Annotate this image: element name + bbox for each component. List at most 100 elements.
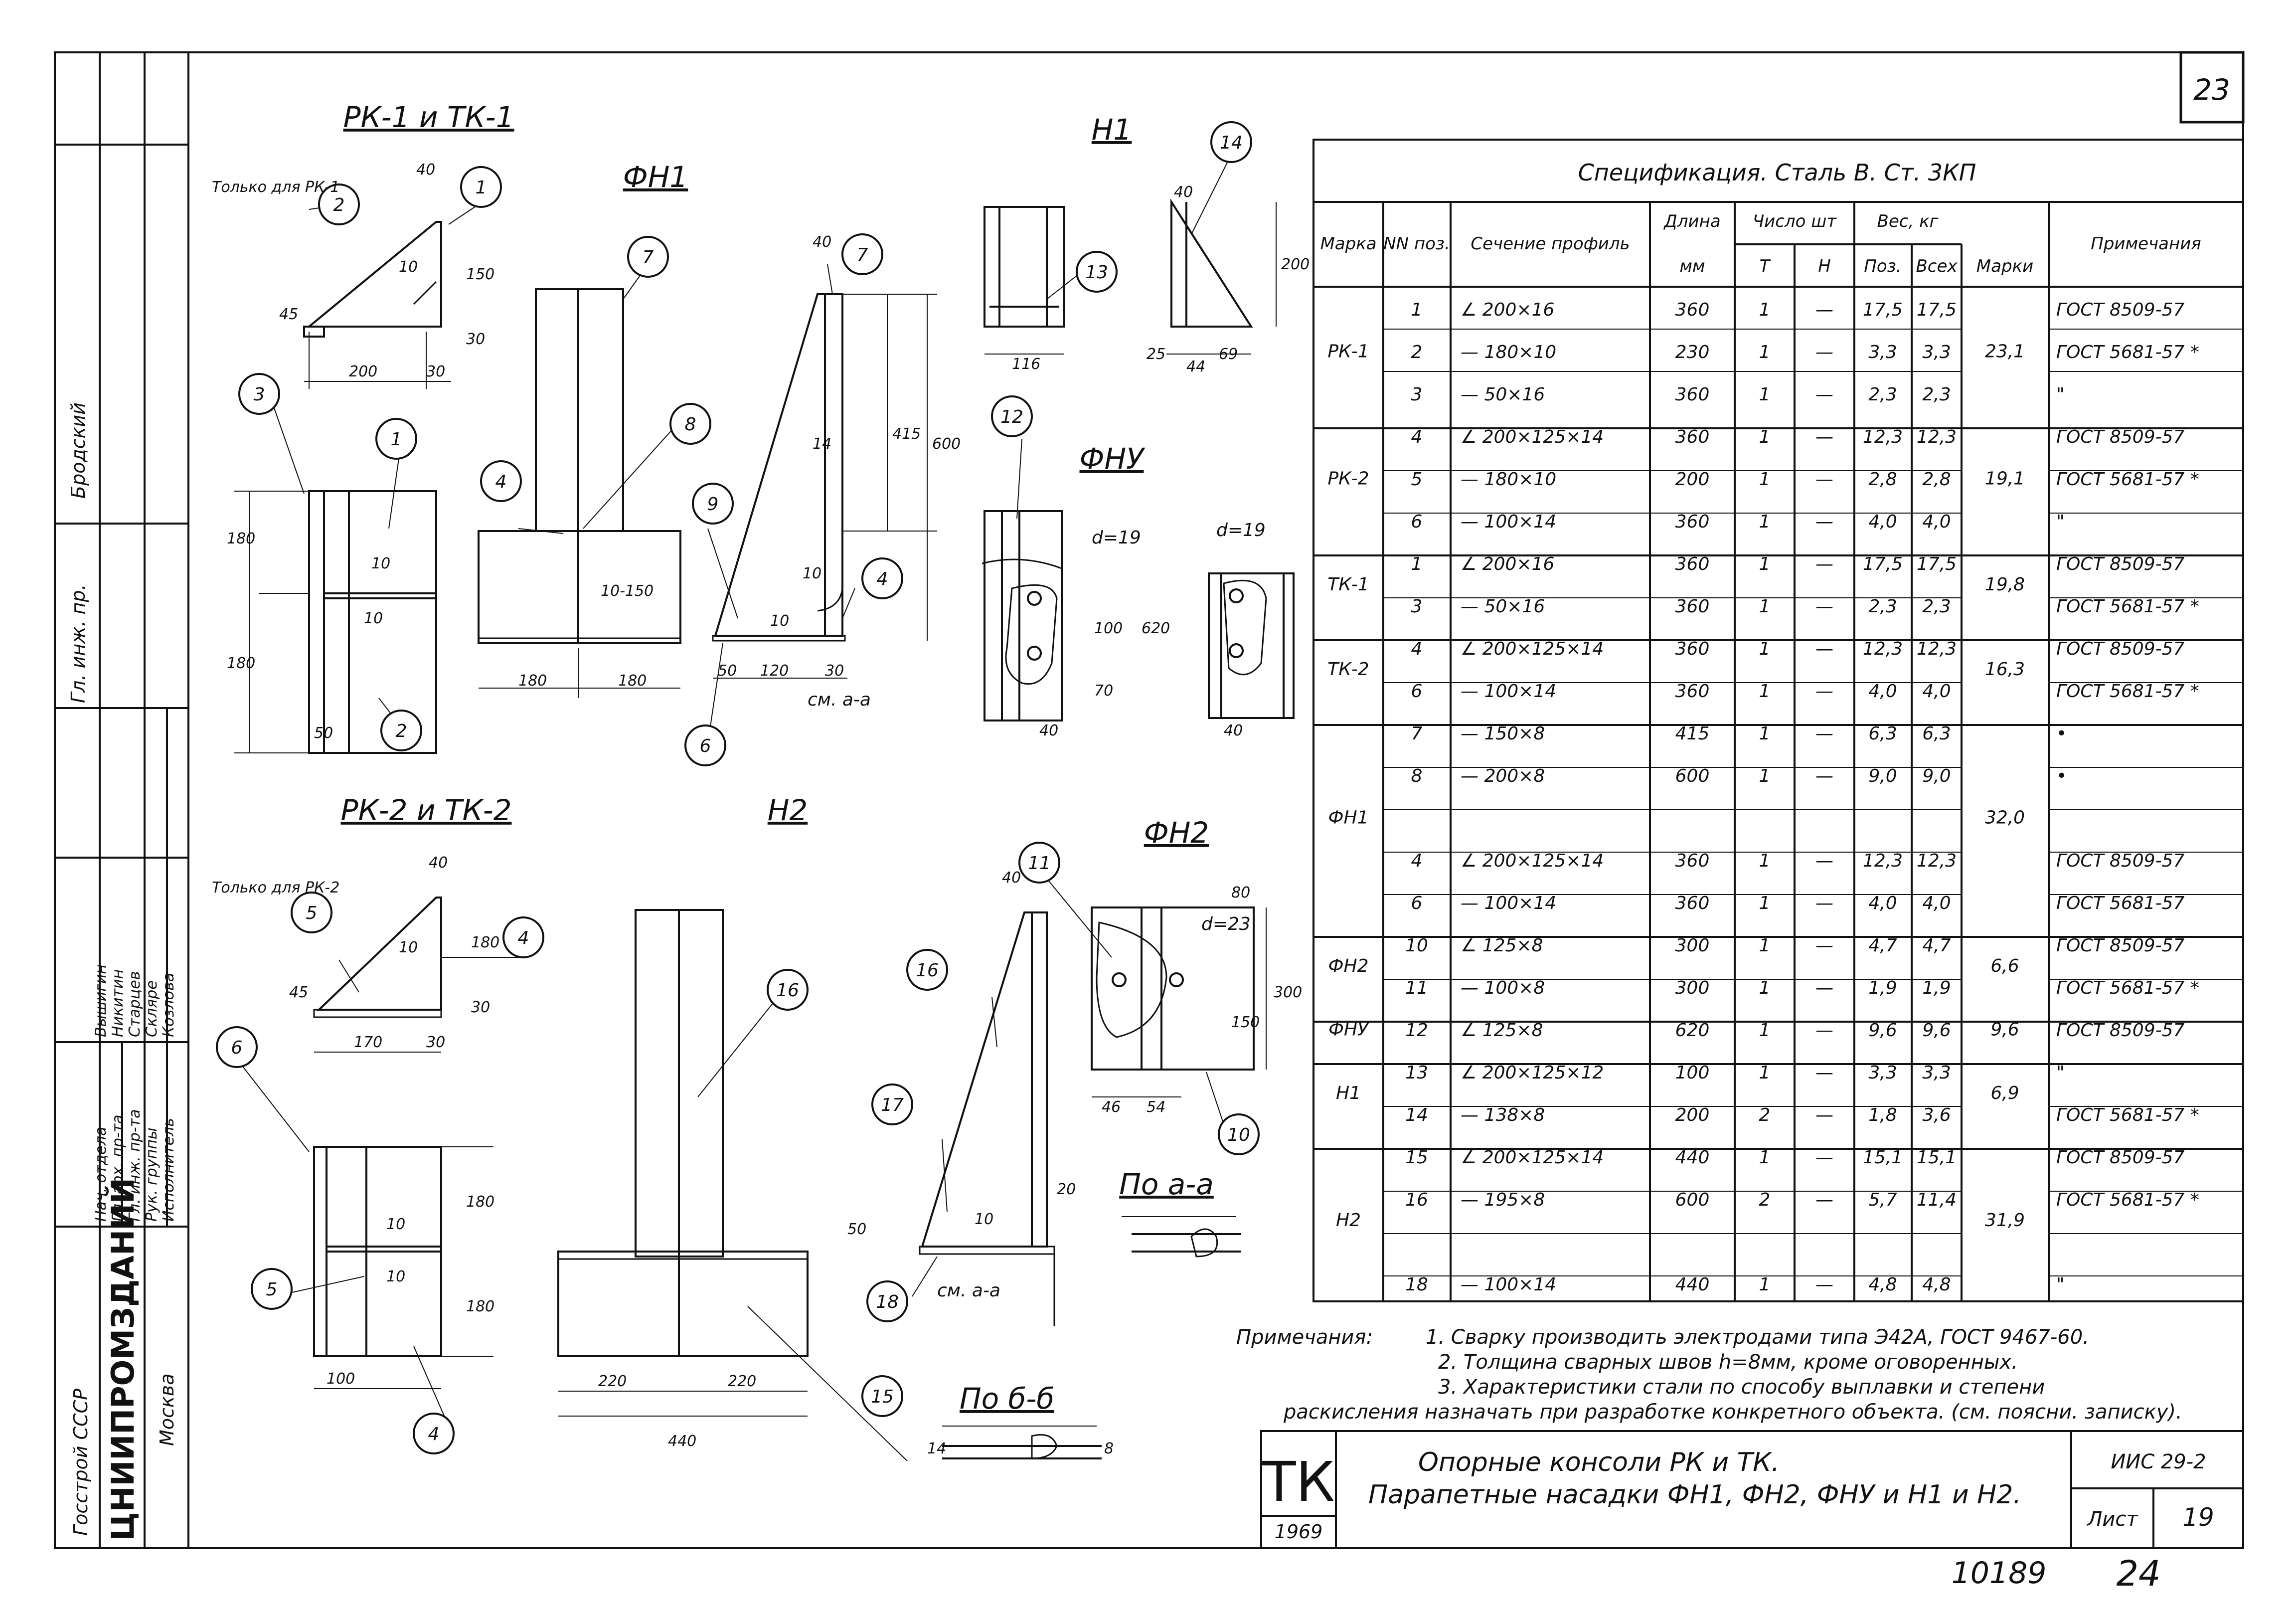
- dim: 10: [399, 258, 418, 276]
- sheet-number-box: [2179, 51, 2245, 124]
- dim: 220: [598, 1373, 627, 1390]
- spec-cell-len: 600: [1675, 1190, 1710, 1210]
- dim: 180: [466, 1193, 494, 1211]
- stamp-name: Вышигин: [92, 964, 110, 1037]
- spec-cell-section: ∠ 200×125×12: [1461, 1063, 1604, 1083]
- dim: 180: [227, 655, 255, 672]
- spec-cell-n: —: [1815, 596, 1833, 617]
- spec-cell-note: ГОСТ 5681-57 *: [2056, 681, 2199, 702]
- spec-cell-pos: 16: [1405, 1190, 1428, 1210]
- spec-cell-wa: 11,4: [1917, 1190, 1957, 1210]
- spec-cell-n: —: [1815, 681, 1833, 702]
- stamp-side-name-group: Бродский: [67, 402, 89, 499]
- spec-cell-n: —: [1815, 1063, 1833, 1083]
- spec-cell-note: ": [2056, 512, 2065, 532]
- dim: 30: [466, 331, 485, 348]
- callout-label: 5: [306, 903, 318, 923]
- spec-cell-pos: 6: [1411, 893, 1423, 913]
- spec-cell-note: ГОСТ 5681-57 *: [2056, 342, 2199, 362]
- spec-cell-len: 200: [1675, 469, 1710, 490]
- note-only-rk2: Только для РК-2: [212, 879, 339, 897]
- spec-cell-note: ": [2056, 1063, 2065, 1083]
- spec-cell-wa: 9,6: [1922, 1020, 1951, 1041]
- spec-cell-n: —: [1815, 1147, 1833, 1168]
- dim: 10: [975, 1211, 993, 1228]
- dim: 69: [1219, 346, 1238, 363]
- dim: 20: [1057, 1181, 1076, 1198]
- spec-cell-wp: 4,7: [1868, 935, 1897, 956]
- spec-cell-len: 360: [1675, 300, 1710, 320]
- spec-cell-len: 300: [1675, 935, 1710, 956]
- tb-code: ТК: [1262, 1450, 1334, 1514]
- spec-cell-note: •: [2056, 723, 2067, 744]
- spec-cell-pos: 6: [1411, 512, 1423, 532]
- spec-cell-t: 1: [1759, 893, 1771, 913]
- hole-diameter: d=19: [1092, 528, 1141, 548]
- stamp-org-top: Госстрой СССР: [70, 1389, 92, 1536]
- notes-line-3: 3. Характеристики стали по способу выпла…: [1438, 1376, 2045, 1399]
- callout-label: 6: [231, 1038, 243, 1058]
- dim: 415: [892, 425, 921, 443]
- dim: 620: [1142, 620, 1170, 637]
- stamp-role: Рук. группы: [143, 1127, 161, 1222]
- spec-cell-t: 1: [1759, 978, 1771, 998]
- dim: 40: [429, 854, 448, 872]
- dim: 170: [354, 1034, 382, 1051]
- dim: 45: [289, 984, 308, 1001]
- dim: 200: [1281, 256, 1310, 273]
- spec-cell-wp: 17,5: [1863, 300, 1903, 320]
- header-qty: Число шт: [1753, 211, 1837, 231]
- dim: 10: [386, 1216, 405, 1233]
- stamp-org: ЦНИИПРОМЗДАНИЙ: [105, 1178, 141, 1541]
- spec-cell-n: —: [1815, 851, 1833, 871]
- spec-cell-len: 360: [1675, 554, 1710, 574]
- dim: 220: [728, 1373, 756, 1390]
- spec-cell-len: 360: [1675, 596, 1710, 617]
- spec-cell-wa: 17,5: [1917, 300, 1957, 320]
- spec-cell-wa: 4,0: [1922, 681, 1951, 702]
- header-length: Длина: [1663, 211, 1720, 231]
- header-weight-all: Всех: [1916, 256, 1958, 276]
- spec-group-total: 19,1: [1985, 469, 2025, 489]
- spec-cell-len: 100: [1675, 1063, 1710, 1083]
- spec-cell-t: 2: [1759, 1190, 1771, 1210]
- spec-group-mark: Н2: [1336, 1210, 1361, 1231]
- spec-cell-t: 1: [1759, 512, 1771, 532]
- title-fn2: ФН2: [1144, 816, 1209, 850]
- callout-label: 8: [685, 414, 696, 435]
- title-h2: Н2: [768, 793, 808, 827]
- dim: 30: [825, 662, 844, 680]
- dim: 180: [518, 672, 547, 690]
- spec-cell-pos: 15: [1405, 1147, 1428, 1168]
- spec-cell-note: ГОСТ 8509-57: [2056, 300, 2184, 320]
- spec-cell-wa: 3,3: [1922, 342, 1951, 362]
- dim: 14: [813, 435, 831, 453]
- callout-label: 18: [876, 1292, 899, 1312]
- spec-cell-note: ": [2056, 384, 2065, 405]
- spec-cell-wp: 4,8: [1868, 1274, 1897, 1295]
- spec-cell-pos: 4: [1411, 851, 1423, 871]
- callout-label: 2: [396, 721, 407, 741]
- stamp-name: Козлова: [160, 973, 177, 1037]
- dim: 10: [803, 565, 821, 582]
- dim: 100: [327, 1370, 355, 1388]
- dim: 14: [927, 1440, 946, 1457]
- dim: 30: [471, 999, 490, 1016]
- spec-cell-note: ГОСТ 5681-57 *: [2056, 978, 2199, 998]
- see-section-aa: см. а-а: [808, 690, 871, 710]
- callout-label: 2: [333, 195, 345, 215]
- spec-cell-t: 1: [1759, 681, 1771, 702]
- tb-year: 1969: [1275, 1521, 1323, 1543]
- spec-cell-t: 1: [1759, 639, 1771, 659]
- spec-cell-len: 200: [1675, 1105, 1710, 1125]
- callout-label: 1: [391, 429, 402, 450]
- spec-cell-t: 1: [1759, 300, 1771, 320]
- dim: 100: [1094, 620, 1123, 637]
- spec-cell-wp: 12,3: [1863, 427, 1903, 447]
- spec-headers: Марка NN поз. Сечение профиль Длина мм Ч…: [1320, 211, 2201, 276]
- spec-cell-t: 1: [1759, 1147, 1771, 1168]
